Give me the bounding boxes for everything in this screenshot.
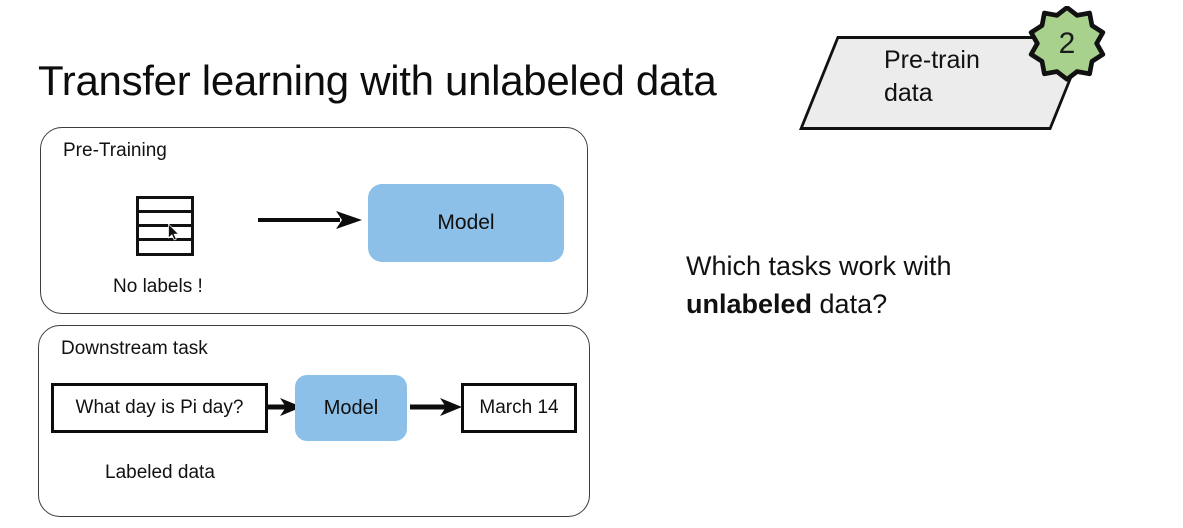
- input-question-box: What day is Pi day?: [51, 383, 268, 433]
- table-row-divider: [139, 238, 191, 241]
- arrow-right-icon: [258, 211, 362, 229]
- no-labels-caption: No labels !: [113, 276, 203, 297]
- badge-label-line2: data: [884, 79, 933, 107]
- arrow-right-icon: [410, 398, 462, 416]
- model-box-pretraining: Model: [368, 184, 564, 262]
- badge-label-line1: Pre-train: [884, 46, 980, 74]
- badge-label: Pre-train data: [884, 44, 1064, 110]
- arrow-right-icon: [268, 398, 302, 416]
- question-line-1: Which tasks work with: [686, 251, 952, 281]
- labeled-data-caption: Labeled data: [105, 462, 215, 483]
- question-emphasis: unlabeled: [686, 289, 813, 319]
- model-box-downstream: Model: [295, 375, 407, 441]
- star-burst-icon: [1028, 6, 1106, 82]
- table-row-divider: [139, 210, 191, 213]
- pre-train-data-badge: Pre-train data 2: [799, 6, 1118, 134]
- page-title: Transfer learning with unlabeled data: [38, 57, 717, 104]
- star-badge-number: 2: [1058, 26, 1076, 60]
- output-answer-box: March 14: [461, 383, 577, 433]
- table-row-divider: [139, 224, 191, 227]
- question-line-2-tail: data?: [812, 289, 888, 319]
- table-rows-icon: [136, 196, 194, 256]
- pre-training-card-label: Pre-Training: [63, 140, 167, 161]
- question-panel: Which tasks work with unlabeled data?: [686, 247, 1066, 323]
- downstream-task-card-label: Downstream task: [61, 338, 208, 359]
- mouse-cursor-icon: [168, 224, 180, 241]
